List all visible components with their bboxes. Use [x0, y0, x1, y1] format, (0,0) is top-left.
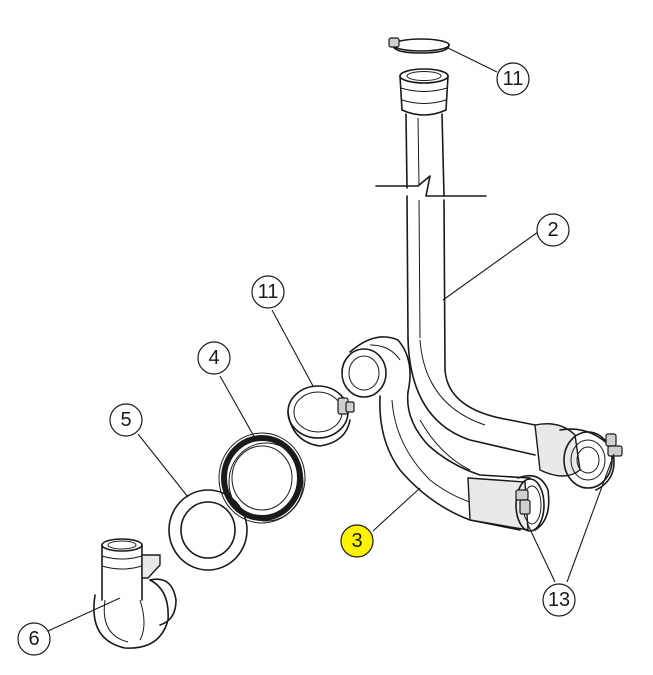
leader-5: [137, 433, 189, 498]
flat-washer: [168, 489, 248, 571]
hose-clamp-middle: [287, 385, 355, 447]
hose-clamp-right: [559, 428, 623, 491]
drain-pipe: [375, 68, 613, 489]
callout-11-top: 11: [496, 62, 530, 96]
leader-11-top: [447, 47, 498, 73]
hose-clamp-lower: [515, 474, 550, 531]
elbow-hose: [341, 336, 545, 532]
callout-4: 4: [197, 341, 231, 375]
callout-6: 6: [17, 622, 51, 656]
leader-13-b: [566, 453, 615, 583]
callout-4-label: 4: [208, 347, 219, 369]
callout-2: 2: [536, 213, 570, 247]
leader-11-mid: [271, 309, 314, 387]
callout-11-mid-label: 11: [258, 281, 279, 303]
leader-6: [47, 597, 121, 632]
callout-6-label: 6: [28, 628, 39, 650]
callout-3: 3: [340, 524, 374, 558]
leader-4: [219, 375, 257, 441]
leader-2: [442, 231, 539, 301]
callout-13: 13: [542, 583, 576, 617]
callout-13-label: 13: [548, 589, 570, 611]
callout-3-label: 3: [351, 530, 362, 552]
callout-11-mid: 11: [251, 275, 285, 309]
leader-13-a: [527, 524, 556, 583]
outlet-elbow: [93, 538, 177, 649]
callout-5: 5: [109, 403, 143, 437]
callout-5-label: 5: [120, 409, 131, 431]
seal-ring: [218, 432, 306, 524]
leader-lines: [47, 47, 615, 632]
callout-11-top-label: 11: [503, 68, 524, 90]
leader-3: [372, 487, 421, 532]
hose-clamp-top: [388, 37, 450, 54]
callout-2-label: 2: [547, 219, 558, 241]
